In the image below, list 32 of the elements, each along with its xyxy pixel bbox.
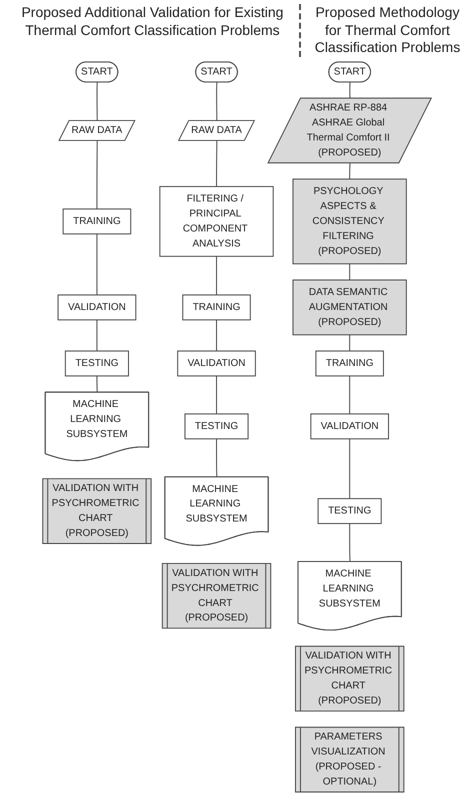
node-box: TESTING [184, 412, 249, 439]
connector [349, 81, 350, 98]
connector [96, 232, 98, 295]
node-box: TRAINING [182, 294, 251, 320]
connector [349, 438, 350, 499]
node-box: VALIDATION [58, 294, 136, 320]
connector [216, 140, 218, 187]
node-box: FILTERING / PRINCIPAL COMPONENT ANALYSIS [159, 186, 274, 256]
node-box: DATA SEMANTIC AUGMENTATION (PROPOSED) [292, 279, 407, 335]
column-heading: Proposed Methodology for Thermal Comfort Classification Problems [298, 4, 468, 56]
connector [216, 255, 217, 295]
node-box: VALIDATION [310, 412, 389, 439]
connector [96, 140, 98, 209]
node-box: TRAINING [62, 208, 132, 234]
connector [96, 81, 98, 121]
connector [96, 374, 98, 392]
connector [349, 334, 350, 351]
node-box: TESTING [318, 498, 382, 524]
connector [349, 522, 350, 562]
column-heading: Proposed Additional Validation for Existing Thermal Comfort Classification Problems [20, 4, 284, 40]
node-box: PSYCHOLOGY ASPECTS & CONSISTENCY FILTERING (PROPOSED) [292, 178, 407, 264]
node-box: TRAINING [315, 350, 384, 376]
connector [216, 438, 218, 478]
node-box: VALIDATION [177, 350, 256, 376]
node-box: TESTING [64, 350, 129, 376]
connector [216, 374, 217, 414]
connector [96, 318, 98, 351]
connector [216, 81, 218, 121]
connector [349, 262, 350, 280]
connector [349, 374, 350, 414]
connector [349, 162, 350, 180]
connector [216, 318, 217, 351]
